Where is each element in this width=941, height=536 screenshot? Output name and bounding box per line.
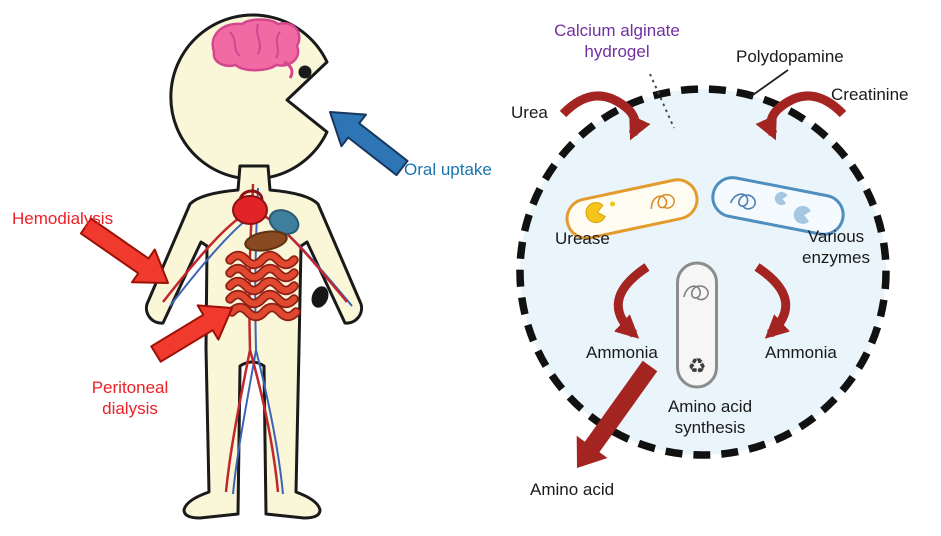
hydrogel-capsule: ♻: [516, 69, 890, 468]
heart: [232, 195, 268, 225]
hemodialysis-arrow: [79, 217, 169, 284]
polydopamine-label: Polydopamine: [736, 47, 844, 66]
recycle-icon: ♻: [688, 354, 707, 378]
reaction-arrows: [559, 91, 847, 339]
urease-label: Urease: [555, 229, 610, 248]
creatinine-label: Creatinine: [831, 85, 909, 104]
various-enzymes-label: Various enzymes: [801, 227, 871, 267]
peritoneal-dialysis-arrow: [150, 304, 233, 363]
dark-spot: [311, 286, 329, 308]
amino-acid-synthesis-capsule: ♻: [676, 261, 718, 389]
amino-acid-synthesis-label: Amino acid synthesis: [667, 397, 753, 437]
ammonia-left-label: Ammonia: [586, 343, 658, 362]
polydopamine-callout-line: [749, 69, 789, 98]
oral-uptake-arrow: [329, 111, 409, 177]
peritoneal-dialysis-label: Peritoneal dialysis: [91, 378, 169, 418]
human-figure: [79, 13, 409, 520]
ammonia-right-arrow: [754, 263, 791, 339]
amino-acid-label: Amino acid: [530, 480, 615, 499]
brain: [211, 18, 301, 79]
urea-label: Urea: [511, 103, 548, 122]
calcium-alginate-hydrogel-label: Calcium alginate hydrogel: [554, 21, 680, 61]
ammonia-right-label: Ammonia: [765, 343, 837, 362]
liver: [244, 230, 288, 252]
urease-capsule: [565, 178, 699, 240]
organs: [225, 189, 329, 322]
urea-reaction-arrow: [559, 91, 651, 141]
creatinine-reaction-arrow: [755, 91, 847, 141]
amino-acid-output-arrow: [576, 360, 658, 468]
oral-uptake-label: Oral uptake: [404, 160, 492, 179]
intestines: [225, 250, 301, 322]
eye: [298, 65, 312, 79]
hemodialysis-label: Hemodialysis: [12, 209, 114, 228]
ammonia-left-arrow: [613, 263, 650, 339]
various-enzymes-capsule: [711, 176, 845, 236]
